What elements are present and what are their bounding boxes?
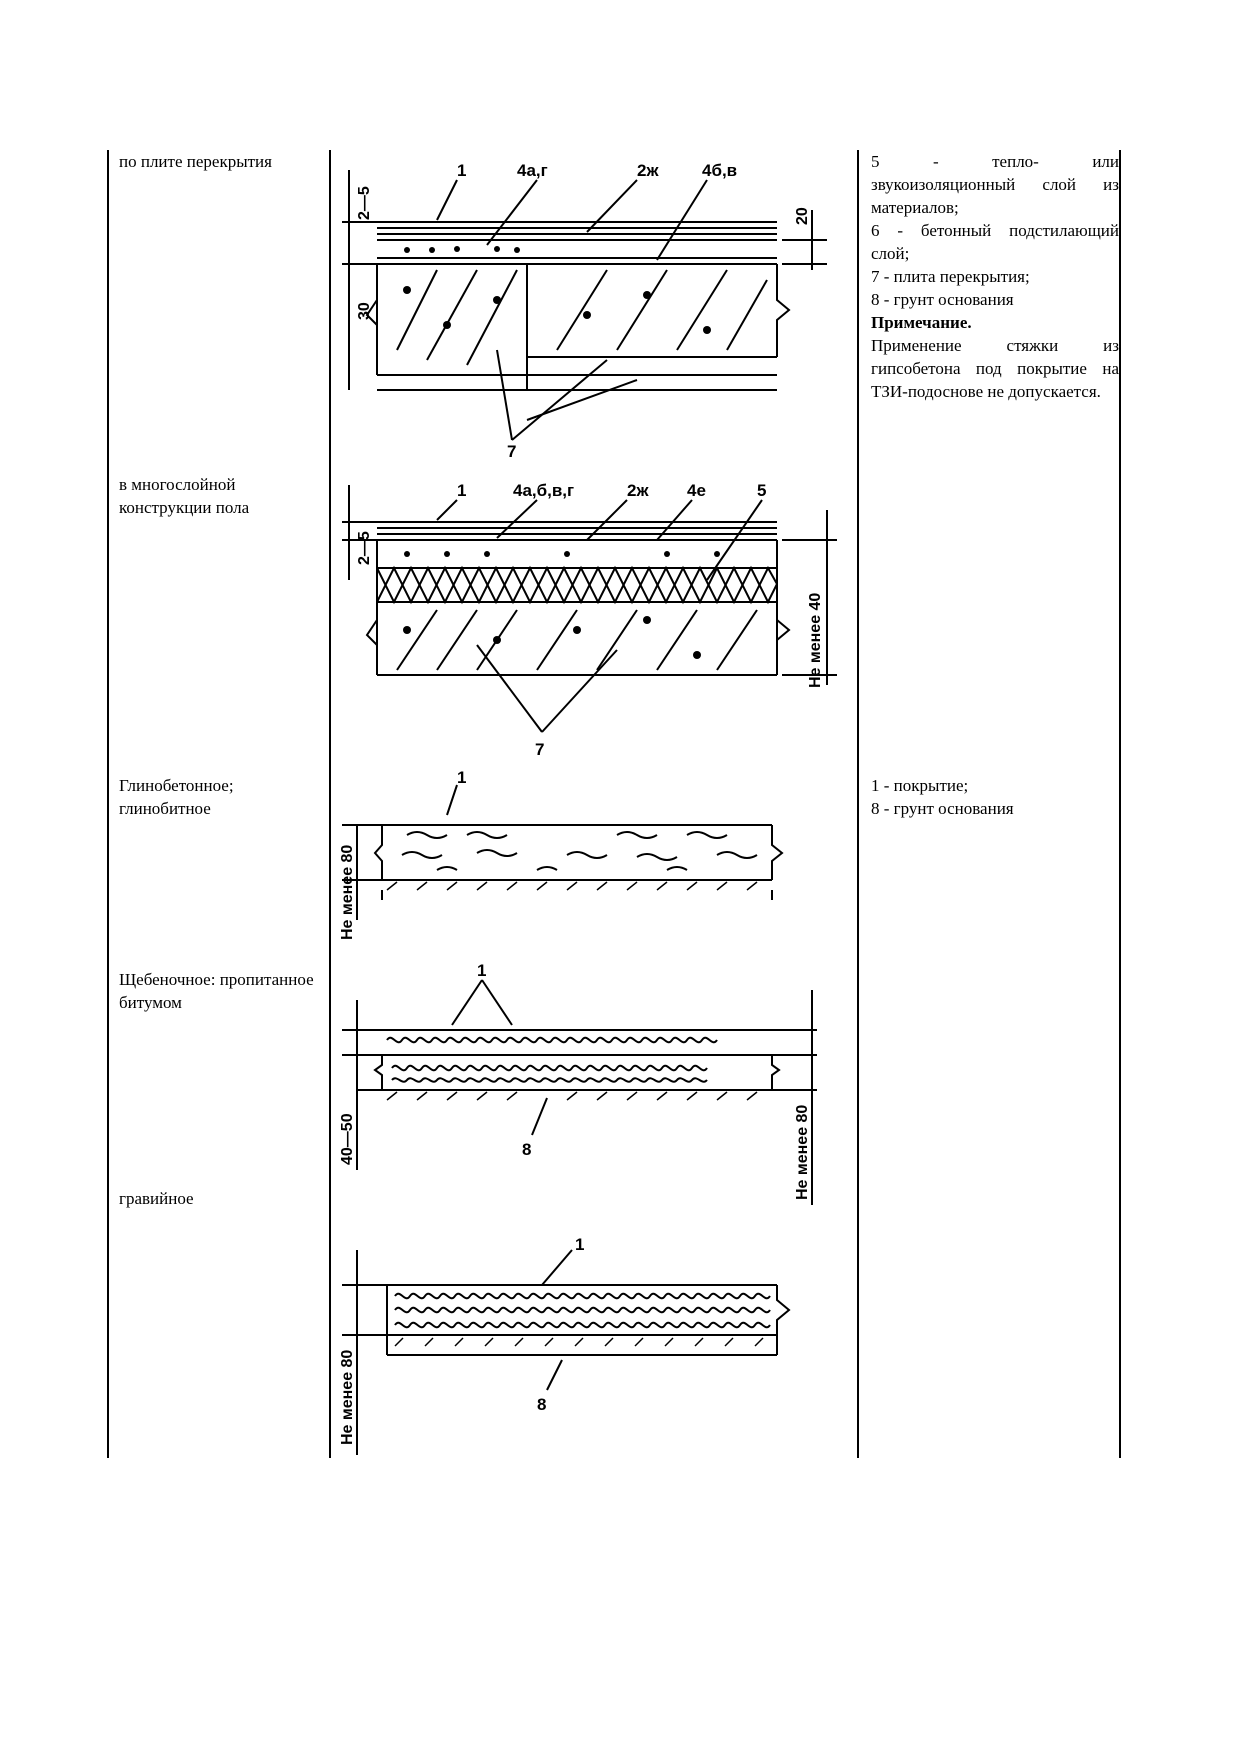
row1-note-text: Применение стяжки из гипсобетона под пок… bbox=[871, 336, 1119, 401]
row2-label-6: 7 bbox=[535, 740, 544, 759]
row3-description: 1 - покрытие; 8 - грунт основания bbox=[871, 774, 1119, 820]
row1-dim-2: 30 bbox=[356, 302, 373, 320]
row1-description: 5 - тепло- или звукоизоляционный слой из… bbox=[871, 150, 1119, 403]
row5-label-2: 8 bbox=[537, 1395, 546, 1414]
row4-dim-1: 40—50 bbox=[339, 1113, 356, 1165]
row5-drawing: 1 8 Не менее 80 bbox=[339, 1235, 791, 1455]
table-border-right bbox=[1119, 150, 1121, 1458]
row3-drawing: 1 Не менее 80 bbox=[339, 768, 784, 940]
row2-label-2: 4а,б,в,г bbox=[513, 481, 574, 500]
row1-dim-1: 2—5 bbox=[356, 186, 373, 220]
table-border-col2 bbox=[857, 150, 859, 1458]
row5-label-1: 1 bbox=[575, 1235, 584, 1254]
row5-dim-1: Не менее 80 bbox=[339, 1350, 356, 1445]
row2-label-3: 2ж bbox=[627, 481, 649, 500]
table-border-left bbox=[107, 150, 109, 1458]
row4-label: Щебеночное: пропитанное битумом bbox=[119, 970, 314, 1012]
row1-label-4: 4б,в bbox=[702, 161, 737, 180]
row1-desc-line: 8 - грунт основания bbox=[871, 290, 1014, 309]
row4-dim-2: Не менее 80 bbox=[794, 1105, 811, 1200]
construction-table: по плите перекрытия 5 - тепло- или звуко… bbox=[107, 150, 1129, 1458]
row3-dim-1: Не менее 80 bbox=[339, 845, 356, 940]
table-border-col1 bbox=[329, 150, 331, 1458]
row1-note-title: Примечание. bbox=[871, 313, 972, 332]
row1-desc-line: 6 - бетонный подстилающий слой; bbox=[871, 221, 1119, 263]
row1-desc-line: 5 - тепло- или звукоизоляционный слой из… bbox=[871, 152, 1119, 217]
row2-label-5: 5 bbox=[757, 481, 766, 500]
row3-desc-line: 8 - грунт основания bbox=[871, 799, 1014, 818]
row4-label-2: 8 bbox=[522, 1140, 531, 1159]
row2-dim-1: 2—5 bbox=[356, 531, 373, 565]
row1-dim-3: 20 bbox=[794, 207, 811, 225]
row4-drawing: 1 8 40—50 Не менее 80 bbox=[339, 961, 817, 1205]
row1-label-3: 2ж bbox=[637, 161, 659, 180]
row2-label: в многослойной конструкции пола bbox=[119, 475, 250, 517]
row2-dim-2: Не менее 40 bbox=[807, 593, 824, 688]
row3-label: Глинобетонное; глинобитное bbox=[119, 776, 234, 818]
row2-drawing: 1 4а,б,в,г 2ж 4е 5 7 2—5 Не менее 40 bbox=[342, 481, 837, 759]
row3-label-1: 1 bbox=[457, 768, 466, 787]
row2-label-4: 4е bbox=[687, 481, 706, 500]
row1-label-1: 1 bbox=[457, 161, 466, 180]
row4-label-1: 1 bbox=[477, 961, 486, 980]
row2-label-1: 1 bbox=[457, 481, 466, 500]
row5-label: гравийное bbox=[119, 1189, 194, 1208]
row1-drawing: 1 4а,г 2ж 4б,в 7 2—5 30 20 bbox=[342, 161, 827, 460]
row1-label-2: 4а,г bbox=[517, 161, 548, 180]
row3-desc-line: 1 - покрытие; bbox=[871, 776, 969, 795]
row1-label-5: 7 bbox=[507, 442, 516, 460]
row1-label: по плите перекрытия bbox=[119, 152, 272, 171]
row1-desc-line: 7 - плита перекрытия; bbox=[871, 267, 1030, 286]
